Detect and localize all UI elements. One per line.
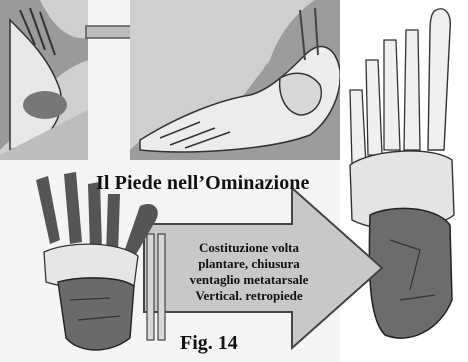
ape-foot-skeleton-illustration (30, 170, 168, 358)
arrow-caption: Costituzione volta plantare, chiusura ve… (172, 240, 326, 304)
caption-line: plantare, chiusura (172, 256, 326, 272)
figure-label: Fig. 14 (180, 332, 238, 355)
caption-line: Costituzione volta (172, 240, 326, 256)
caption-line: Vertical. retropiede (172, 288, 326, 304)
figure-title: Il Piede nell’Ominazione (96, 172, 310, 195)
caption-line: ventaglio metatarsale (172, 272, 326, 288)
human-foot-lateral-illustration (130, 0, 350, 160)
ape-foot-illustration (0, 0, 88, 160)
